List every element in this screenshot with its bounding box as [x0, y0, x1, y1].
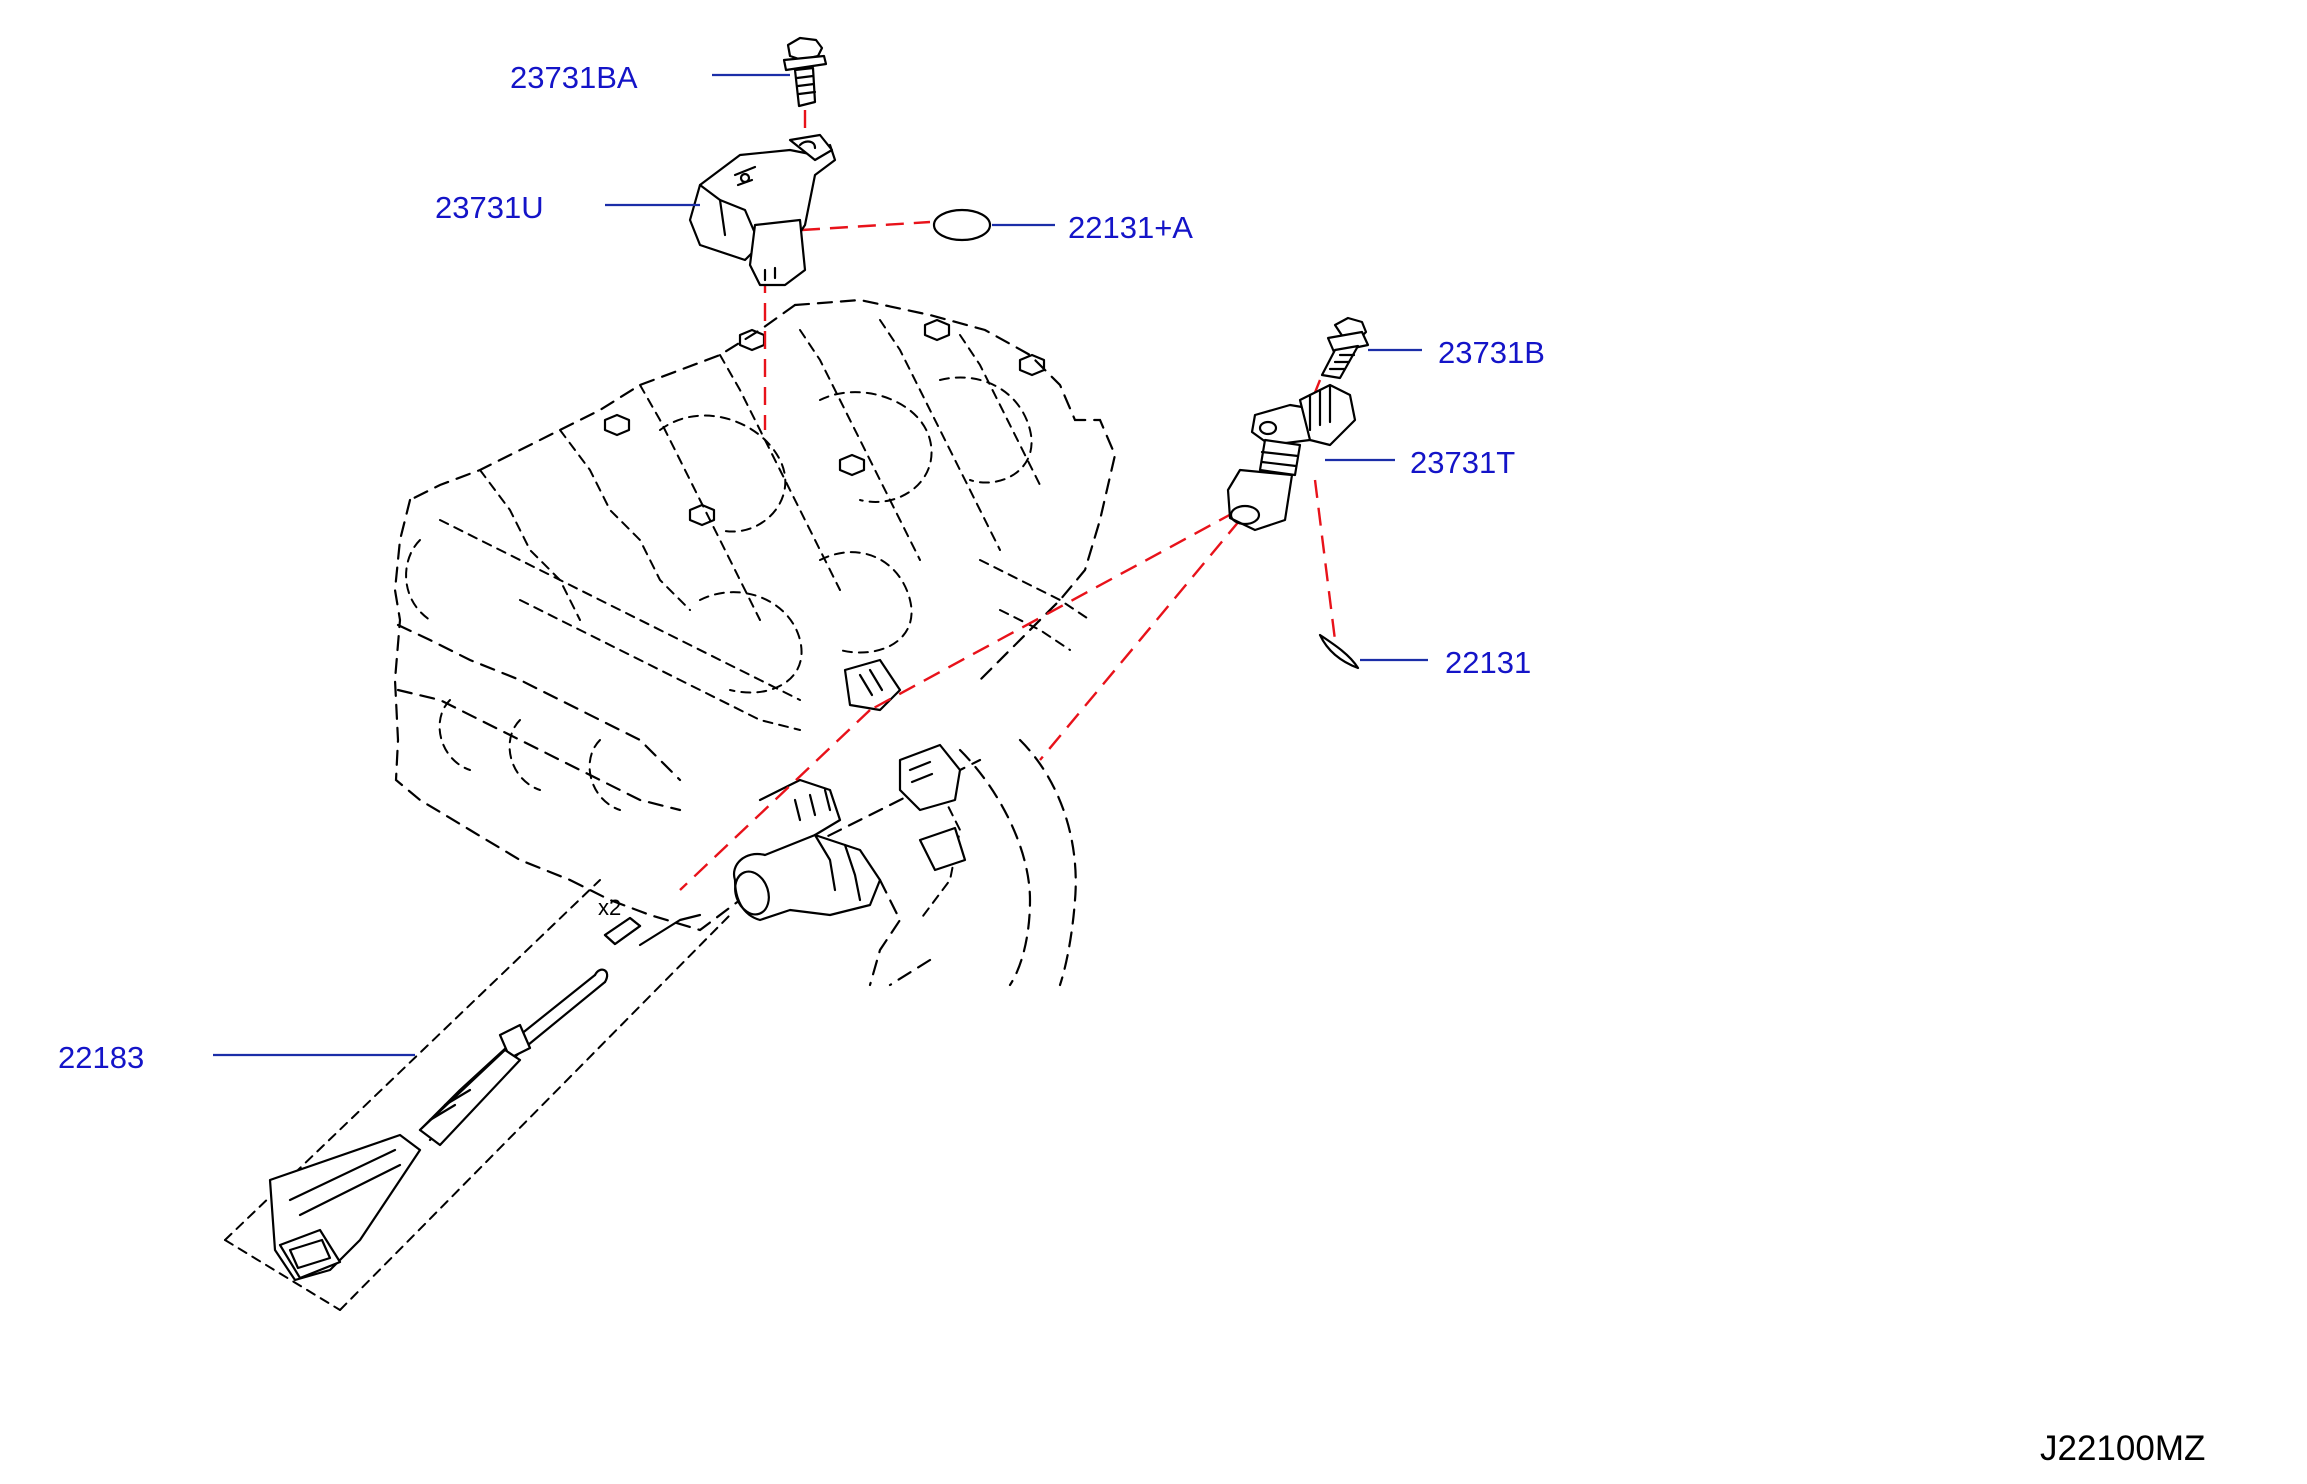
o-ring-22131A-drawing — [932, 208, 992, 242]
diagram-reference-code: J22100MZ — [2040, 1429, 2205, 1468]
sensor-port-assembly — [732, 658, 967, 922]
camshaft-sensor-drawing — [688, 133, 837, 287]
part-label-23731U: 23731U — [435, 190, 544, 225]
part-label-23731T: 23731T — [1410, 445, 1515, 480]
o-ring-22131-drawing — [1318, 633, 1360, 670]
clip-part-icon — [603, 916, 642, 946]
bolt-23731B-drawing — [1320, 316, 1370, 380]
engine-block-outline — [393, 298, 1117, 987]
part-labels: 23731BA 23731U 22131+A 23731B 23731T 221… — [58, 60, 1545, 1075]
quantity-note: x2 — [598, 895, 621, 920]
part-label-22183: 22183 — [58, 1040, 144, 1075]
leader-lines — [213, 73, 1428, 1057]
part-label-22131A: 22131+A — [1068, 210, 1193, 245]
crankshaft-sensor-drawing — [1226, 383, 1357, 532]
part-label-22131: 22131 — [1445, 645, 1531, 680]
part-label-23731BA: 23731BA — [510, 60, 638, 95]
head-bolts — [603, 318, 1046, 527]
part-label-23731B: 23731B — [1438, 335, 1545, 370]
harness-22183-drawing — [224, 879, 731, 1311]
bolt-23731BA-drawing — [782, 36, 828, 108]
